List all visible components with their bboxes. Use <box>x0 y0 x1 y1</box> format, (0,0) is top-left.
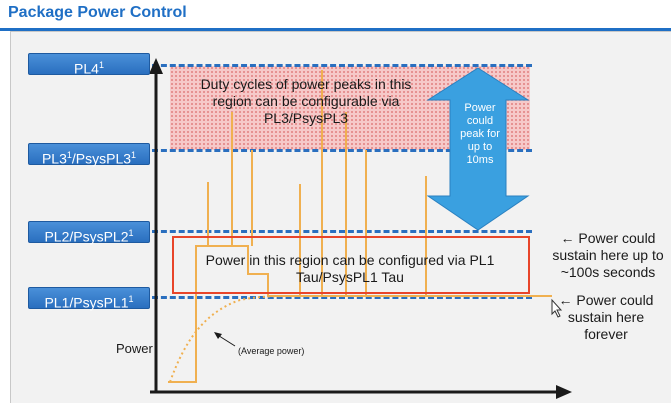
pl2-line <box>152 230 532 233</box>
pl4-label-text: PL4 <box>74 60 99 77</box>
mouse-cursor-icon <box>551 298 563 318</box>
pl4-line <box>152 64 532 67</box>
y-axis-arrowhead <box>149 58 163 74</box>
note-100s: ← Power could sustain here up to ~100s s… <box>552 230 664 280</box>
peak-arrow <box>426 67 530 231</box>
average-power-label: (Average power) <box>238 346 305 356</box>
average-power-curve <box>169 295 301 383</box>
pl3-label-sup: 1 <box>66 150 72 160</box>
pl2-label-sup: 1 <box>128 228 134 238</box>
pl1-label-sup: 1 <box>128 294 134 304</box>
pl3-label-sup2: 1 <box>131 150 137 160</box>
title-rule <box>0 28 671 31</box>
pl1-line <box>152 296 532 299</box>
pl4-label-sup: 1 <box>98 60 104 70</box>
pl1-label-text: PL1/PsysPL1 <box>44 294 129 311</box>
tau-region-box <box>172 236 530 294</box>
peak-text: Power could peak for up to 10ms <box>460 102 500 166</box>
x-axis-arrowhead <box>556 385 572 399</box>
pl2-label: PL2/PsysPL21 <box>28 221 150 245</box>
pl4-label: PL41 <box>28 53 150 77</box>
pl1-label: PL1/PsysPL11 <box>28 287 150 311</box>
duty-region-text: Duty cycles of power peaks in this regio… <box>200 76 412 126</box>
y-axis-label: Power <box>116 341 153 356</box>
pl3-label-text: PL3 <box>41 150 67 167</box>
note-forever: ← Power could sustain here forever <box>558 292 654 342</box>
slide-title: Package Power Control <box>8 4 187 21</box>
pl2-label-text: PL2/PsysPL2 <box>44 228 129 245</box>
pl3-label-suffix: /PsysPL3 <box>71 150 132 167</box>
pl3-label: PL31/PsysPL31 <box>28 143 150 167</box>
pl3-line <box>152 149 532 152</box>
tau-region-text: Power in this region can be configured v… <box>205 252 495 285</box>
